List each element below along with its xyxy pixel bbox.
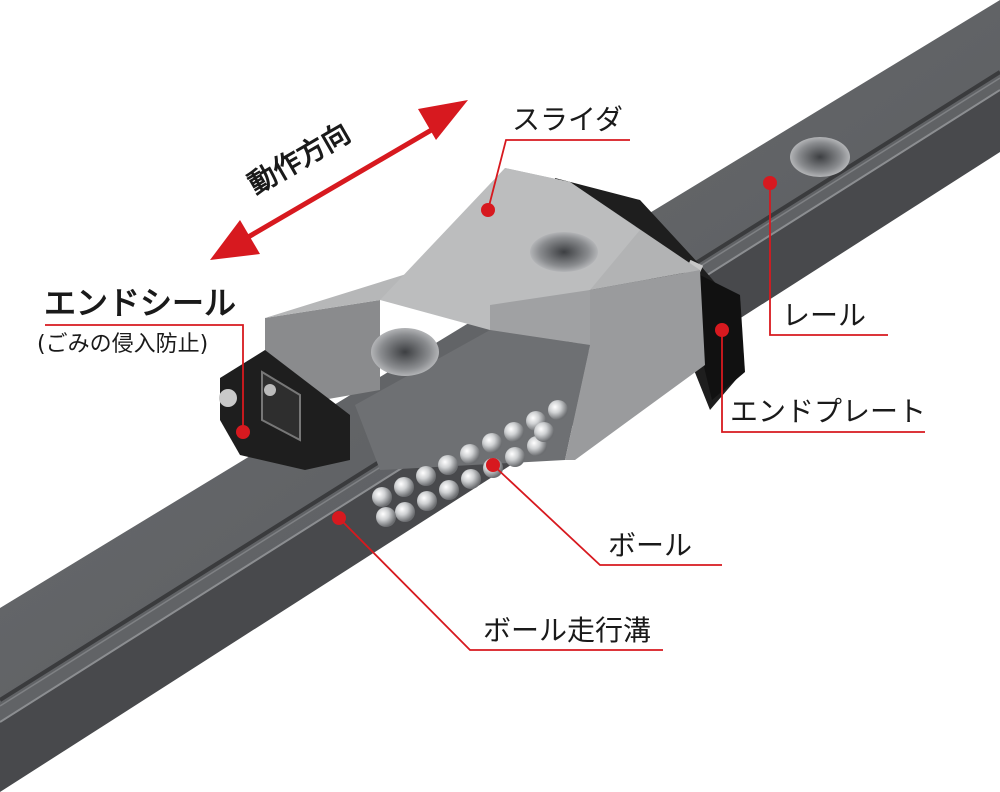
label-end-seal-note: (ごみの侵入防止) (37, 332, 209, 357)
label-end-seal: エンドシール (44, 284, 237, 322)
slider-cut-floor (355, 330, 590, 470)
slider-bolt-hole-rear (530, 232, 598, 272)
rail-mount-hole (790, 137, 850, 177)
label-ball: ボール (608, 529, 693, 562)
marker-dots (236, 176, 777, 525)
slider-bolt-hole-front (371, 328, 439, 376)
marker-ball-groove (332, 511, 346, 525)
leader-rail (769, 183, 888, 336)
marker-ball (486, 458, 500, 472)
slider-inner-wall (490, 290, 590, 345)
leader-lines (45, 139, 925, 651)
leader-ball-groove (338, 517, 663, 651)
leader-ball (492, 464, 722, 566)
label-rail: レール (782, 299, 867, 332)
direction-arrow (210, 100, 468, 260)
marker-slider (481, 203, 495, 217)
leader-end-plate (721, 330, 925, 433)
left-end-seal (219, 350, 350, 470)
slider (265, 168, 705, 470)
label-slider: スライダ (512, 103, 623, 136)
marker-end-seal (236, 425, 250, 439)
arrow-head-right (418, 100, 468, 140)
slider-right-side (565, 270, 705, 460)
marker-rail (763, 176, 777, 190)
slider-top-main (380, 168, 640, 330)
balls (372, 400, 568, 527)
label-ball-groove: ボール走行溝 (483, 614, 652, 647)
label-end-plate: エンドプレート (730, 395, 927, 428)
marker-end-plate (715, 323, 729, 337)
arrow-head-left (210, 220, 260, 260)
leader-end-seal (45, 324, 244, 432)
leader-slider (487, 139, 630, 211)
